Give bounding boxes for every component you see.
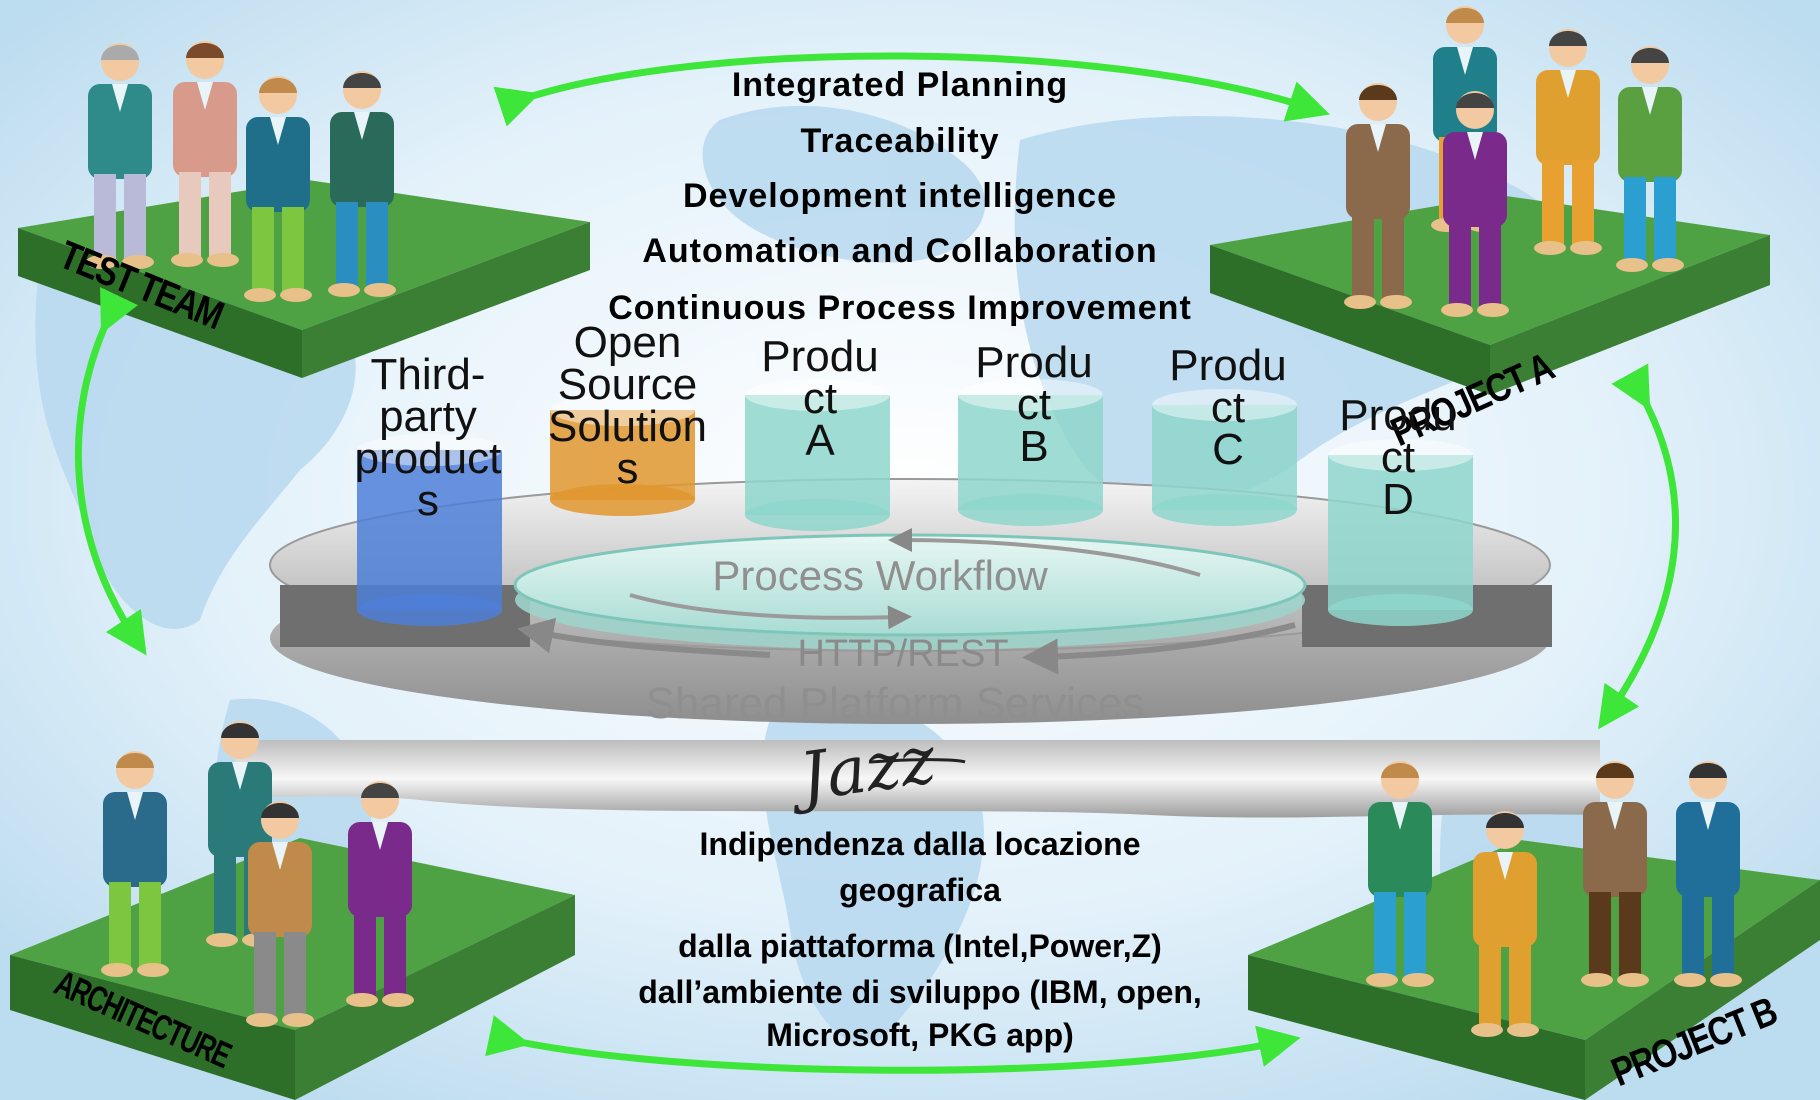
product-label-product-c: Produ ct C — [1169, 341, 1287, 474]
bottom-text-line-4: dall’ambiente di sviluppo (IBM, open, — [638, 974, 1202, 1010]
heading-automation-collaboration: Automation and Collaboration — [642, 232, 1158, 270]
person-figure — [206, 721, 274, 947]
bottom-text-line-1: Indipendenza dalla locazione — [699, 826, 1141, 862]
jazz-band — [235, 740, 1600, 818]
http-arrows — [517, 617, 1296, 675]
bottom-text-line-5: Microsoft, PKG app) — [766, 1017, 1074, 1053]
people-figures — [86, 6, 1742, 1037]
product-cylinders — [357, 379, 1473, 626]
person-figure — [1534, 29, 1602, 255]
person-figure — [1344, 83, 1412, 309]
person-figure — [328, 71, 396, 297]
cylinder-product-b — [958, 379, 1103, 526]
person-figure — [246, 801, 314, 1027]
shared-platform-label: Shared Platform Services — [646, 679, 1145, 728]
person-figure — [1366, 761, 1434, 987]
person-figure — [1581, 761, 1649, 987]
heading-continuous-process-improvement: Continuous Process Improvement — [608, 289, 1192, 327]
person-figure — [1441, 91, 1509, 317]
process-workflow-ring — [513, 528, 1307, 650]
heading-integrated-planning: Integrated Planning — [731, 66, 1069, 104]
top-arrow — [493, 52, 1330, 127]
product-label-third-party: Third- party product s — [354, 350, 502, 525]
right-arrow — [1598, 363, 1679, 730]
cylinder-product-c — [1152, 389, 1297, 526]
bottom-text-line-3: dalla piattaforma (Intel,Power,Z) — [678, 928, 1162, 964]
product-label-product-d: Produ ct D — [1339, 391, 1457, 524]
heading-traceability: Traceability — [800, 122, 1000, 160]
person-figure — [346, 781, 414, 1007]
person-figure — [1616, 46, 1684, 272]
person-figure — [1471, 811, 1539, 1037]
product-label-product-b: Produ ct B — [975, 338, 1093, 471]
bottom-text-line-2: geografica — [839, 872, 1001, 908]
person-figure — [171, 41, 239, 267]
person-figure — [86, 43, 154, 269]
cylinder-product-d — [1328, 439, 1473, 626]
bottom-arrow — [485, 1015, 1301, 1074]
person-figure — [244, 76, 312, 302]
connector-arrows — [74, 52, 1679, 1074]
cylinder-product-a — [745, 379, 890, 531]
cylinder-open-source — [550, 394, 695, 516]
product-label-open-source: Open Source Solution s — [547, 318, 707, 493]
product-label-product-a: Produ ct A — [761, 332, 879, 465]
cylinder-third-party — [357, 434, 502, 626]
person-figure — [1674, 761, 1742, 987]
heading-development-intelligence: Development intelligence — [683, 177, 1117, 215]
http-rest-label: HTTP/REST — [797, 633, 1008, 675]
process-workflow-label: Process Workflow — [712, 552, 1048, 599]
left-arrow — [74, 287, 147, 656]
person-figure — [101, 751, 169, 977]
